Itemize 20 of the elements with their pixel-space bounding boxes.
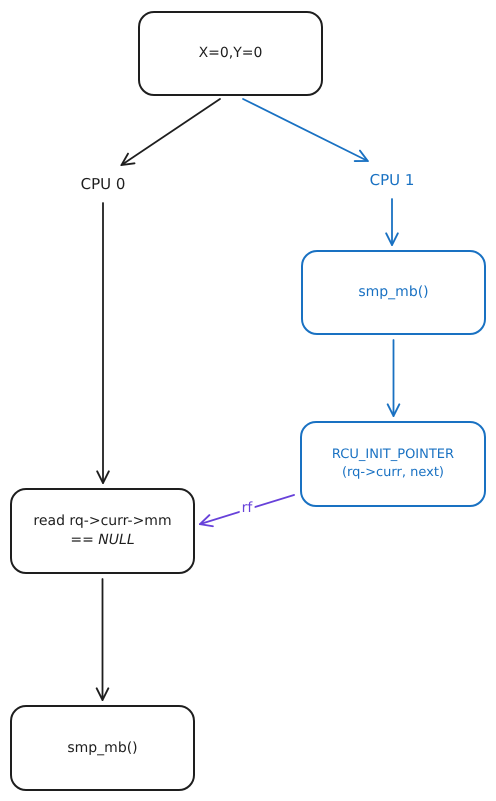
process-box	[10, 488, 195, 574]
box-label: read rq->curr->mm == NULL	[32, 512, 173, 550]
arrow	[96, 578, 110, 701]
process-box	[300, 421, 486, 507]
edge-label: rf	[240, 500, 254, 516]
arrow	[199, 494, 295, 528]
arrow	[386, 339, 400, 417]
cpu-label: CPU 1	[370, 170, 414, 190]
cpu-label: CPU 0	[80, 174, 126, 194]
arrow	[120, 98, 221, 166]
arrow	[96, 202, 110, 484]
process-box	[10, 705, 195, 791]
box-label: X=0,Y=0	[198, 44, 262, 63]
box-label: smp_mb()	[67, 738, 138, 758]
box-label: RCU_INIT_POINTER (rq->curr, next)	[330, 446, 456, 482]
process-box	[301, 250, 486, 335]
arrow	[385, 198, 399, 246]
box-label: smp_mb()	[358, 283, 429, 302]
arrow	[242, 98, 369, 162]
process-box	[138, 11, 323, 96]
